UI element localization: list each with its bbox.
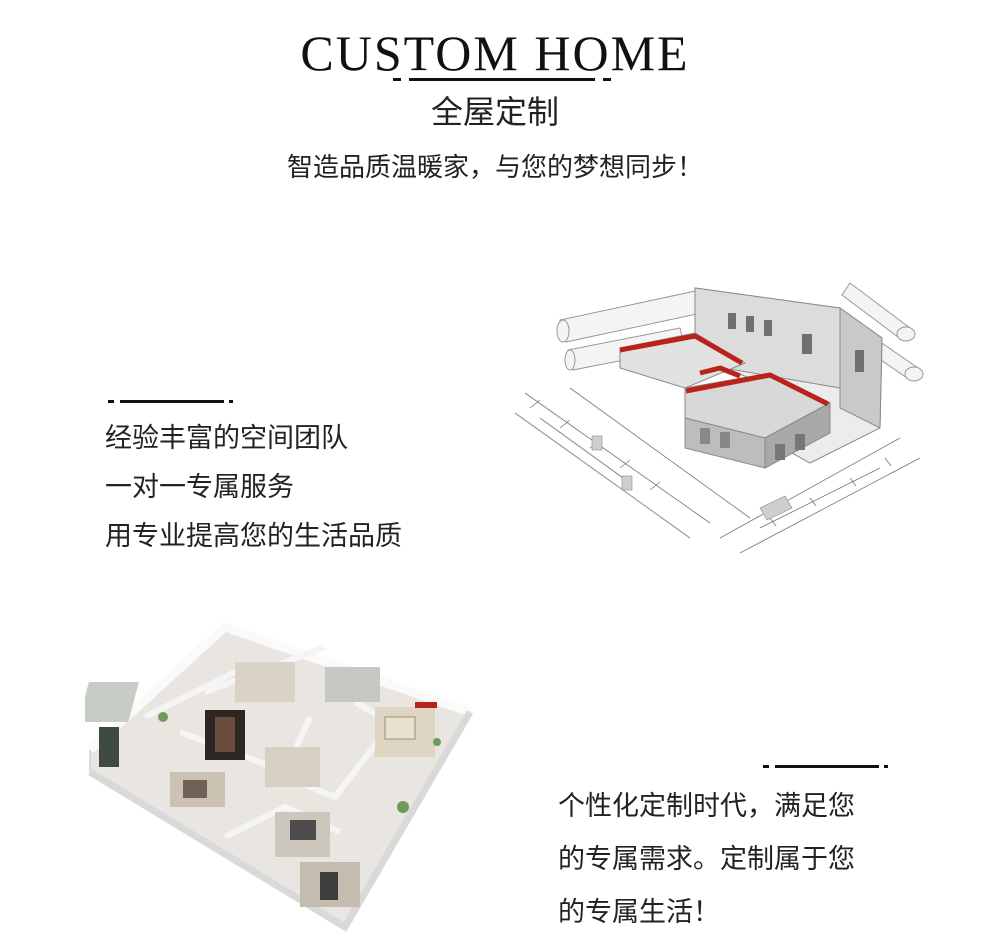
page-title: CUSTOM HOME	[300, 25, 690, 81]
title-underline-divider	[393, 78, 611, 81]
page-subtitle: 全屋定制	[430, 93, 559, 131]
section1-text: 经验丰富的空间团队 一对一专属服务 用专业提高您的生活品质	[105, 414, 525, 561]
page-tagline: 智造品质温暖家，与您的梦想同步！	[286, 153, 703, 183]
section1-line: 一对一专属服务	[105, 472, 294, 503]
section2-text: 个性化定制时代，满足您 的专属需求。定制属于您 的专属生活！	[558, 780, 978, 939]
section2-line: 的专属需求。定制属于您	[558, 844, 855, 875]
section2-line: 个性化定制时代，满足您	[558, 791, 855, 822]
section2-line: 的专属生活！	[558, 897, 720, 928]
section2-divider	[763, 765, 888, 768]
apartment-floorplan-image	[78, 621, 475, 932]
section1-line: 用专业提高您的生活品质	[105, 521, 402, 552]
section1-line: 经验丰富的空间团队	[105, 423, 348, 454]
house-blueprint-image	[510, 268, 930, 558]
section1-divider	[108, 400, 233, 403]
